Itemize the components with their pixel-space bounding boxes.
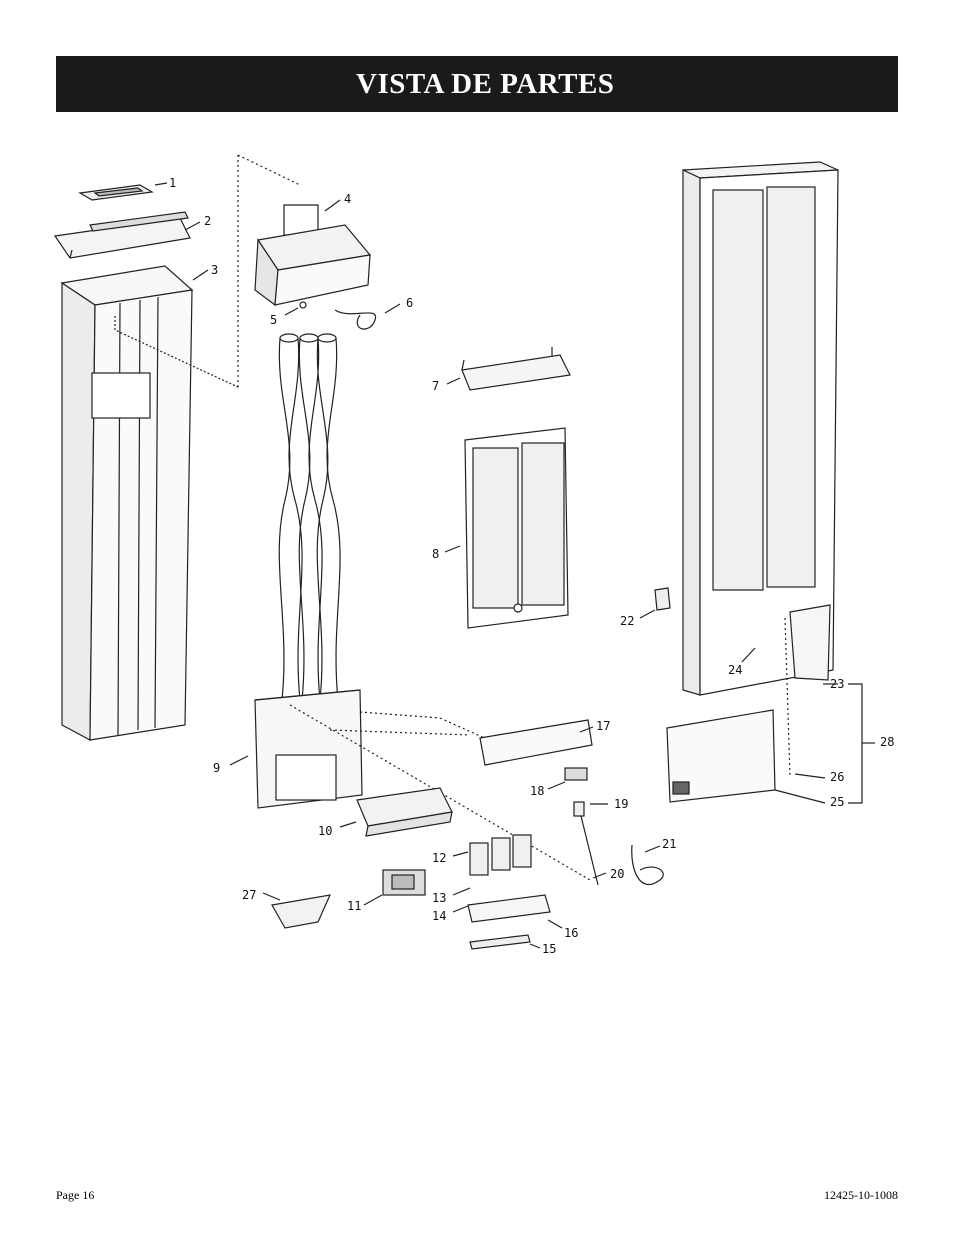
part-27-cover xyxy=(271,894,332,929)
part-1-top-plate xyxy=(78,184,154,201)
part-9-chassis xyxy=(254,689,363,809)
part-17-plate xyxy=(479,719,593,766)
page-number: Page 16 xyxy=(56,1188,95,1202)
callout-21: 21 xyxy=(662,837,676,851)
part-19-pilot xyxy=(573,801,599,886)
vent-tubes xyxy=(278,333,341,701)
callout-12: 12 xyxy=(432,851,446,865)
callout-14: 14 xyxy=(432,909,446,923)
callout-13: 13 xyxy=(432,891,446,905)
callout-4: 4 xyxy=(344,192,351,206)
callout-17: 17 xyxy=(596,719,610,733)
callout-24: 24 xyxy=(728,663,742,677)
part-8-louvered-panel xyxy=(464,427,569,629)
part-15-bracket xyxy=(469,934,531,950)
part-12-burners xyxy=(469,834,532,876)
part-23-bracket xyxy=(789,604,831,681)
callout-9: 9 xyxy=(213,761,220,775)
callout-2: 2 xyxy=(204,214,211,228)
callout-23: 23 xyxy=(830,677,844,691)
part-6-wire xyxy=(334,309,377,330)
callout-26: 26 xyxy=(830,770,844,784)
document-number: 12425-10-1008 xyxy=(824,1188,898,1202)
callout-6: 6 xyxy=(406,296,413,310)
callout-1: 1 xyxy=(169,176,176,190)
part-21-thermocouple xyxy=(631,844,664,886)
part-25-lower-panel xyxy=(666,709,776,803)
part-3-side-panel xyxy=(60,265,241,741)
callout-28: 28 xyxy=(880,735,894,749)
part-7-deflector xyxy=(461,347,571,391)
callout-10: 10 xyxy=(318,824,332,838)
part-5-fitting xyxy=(299,301,307,309)
callout-20: 20 xyxy=(610,867,624,881)
cabinet-right xyxy=(682,161,839,696)
callout-7: 7 xyxy=(432,379,439,393)
part-10-burner-tray xyxy=(356,787,453,837)
part-2-top-bracket xyxy=(53,211,191,259)
callout-18: 18 xyxy=(530,784,544,798)
callout-3: 3 xyxy=(211,263,218,277)
callout-22: 22 xyxy=(620,614,634,628)
callout-25: 25 xyxy=(830,795,844,809)
callout-5: 5 xyxy=(270,313,277,327)
title-banner: VISTA DE PARTES xyxy=(56,56,898,112)
callout-19: 19 xyxy=(614,797,628,811)
callout-11: 11 xyxy=(347,899,361,913)
callout-16: 16 xyxy=(564,926,578,940)
part-14-manifold xyxy=(467,894,551,923)
part-18-switch xyxy=(564,767,588,781)
callout-27: 27 xyxy=(242,888,256,902)
part-22-tab xyxy=(654,587,671,611)
part-11-valve xyxy=(382,869,426,896)
callout-8: 8 xyxy=(432,547,439,561)
page-title: VISTA DE PARTES xyxy=(356,68,615,100)
callout-15: 15 xyxy=(542,942,556,956)
part-4-housing xyxy=(254,204,372,307)
